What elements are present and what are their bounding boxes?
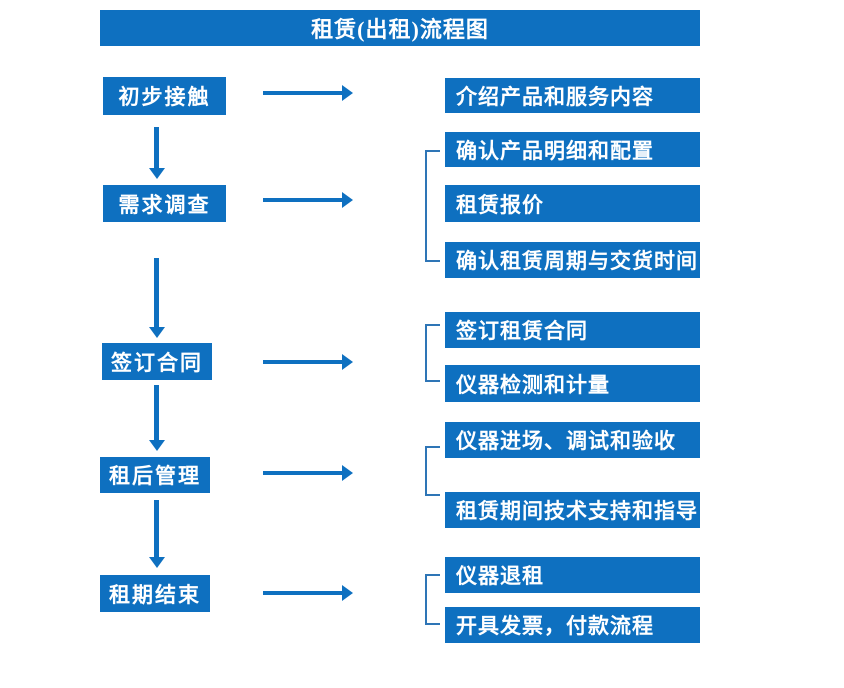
down-arrow-icon <box>148 385 165 451</box>
down-arrow-head <box>148 440 165 451</box>
right-arrow-icon <box>263 354 353 370</box>
down-arrow-icon <box>148 127 165 179</box>
detail-box: 仪器进场、调试和验收 <box>445 422 700 458</box>
down-arrow-shaft <box>154 385 159 440</box>
step-sign-contract: 签订合同 <box>102 343 212 380</box>
down-arrow-shaft <box>154 127 159 168</box>
right-arrow-icon <box>263 585 353 601</box>
group-bracket-icon <box>425 324 440 382</box>
group-bracket-icon <box>425 150 440 262</box>
down-arrow-head <box>148 168 165 179</box>
step-post-rental-management: 租后管理 <box>100 457 210 493</box>
down-arrow-shaft <box>154 258 159 327</box>
detail-box: 仪器检测和计量 <box>445 365 700 402</box>
down-arrow-shaft <box>154 500 159 557</box>
detail-box: 开具发票，付款流程 <box>445 607 700 643</box>
right-arrow-head <box>342 465 353 481</box>
down-arrow-icon <box>148 500 165 568</box>
detail-box: 确认产品明细和配置 <box>445 132 700 167</box>
right-arrow-icon <box>263 465 353 481</box>
detail-box: 确认租赁周期与交货时间 <box>445 242 700 278</box>
detail-box: 仪器退租 <box>445 557 700 593</box>
group-bracket-icon <box>425 446 440 496</box>
step-initial-contact: 初步接触 <box>103 77 226 115</box>
detail-box: 介绍产品和服务内容 <box>445 78 700 113</box>
group-bracket-icon <box>425 574 440 625</box>
right-arrow-shaft <box>263 198 342 202</box>
down-arrow-icon <box>148 258 165 338</box>
right-arrow-head <box>342 354 353 370</box>
detail-box: 签订租赁合同 <box>445 312 700 348</box>
right-arrow-icon <box>263 85 353 101</box>
down-arrow-head <box>148 327 165 338</box>
right-arrow-head <box>342 192 353 208</box>
right-arrow-shaft <box>263 91 342 95</box>
detail-box: 租赁期间技术支持和指导 <box>445 492 700 528</box>
right-arrow-shaft <box>263 360 342 364</box>
right-arrow-icon <box>263 192 353 208</box>
step-demand-survey: 需求调查 <box>103 185 226 222</box>
right-arrow-head <box>342 585 353 601</box>
right-arrow-shaft <box>263 591 342 595</box>
right-arrow-head <box>342 85 353 101</box>
flowchart-title: 租赁(出租)流程图 <box>100 10 700 46</box>
step-rental-end: 租期结束 <box>100 575 210 612</box>
detail-box: 租赁报价 <box>445 185 700 222</box>
right-arrow-shaft <box>263 471 342 475</box>
down-arrow-head <box>148 557 165 568</box>
